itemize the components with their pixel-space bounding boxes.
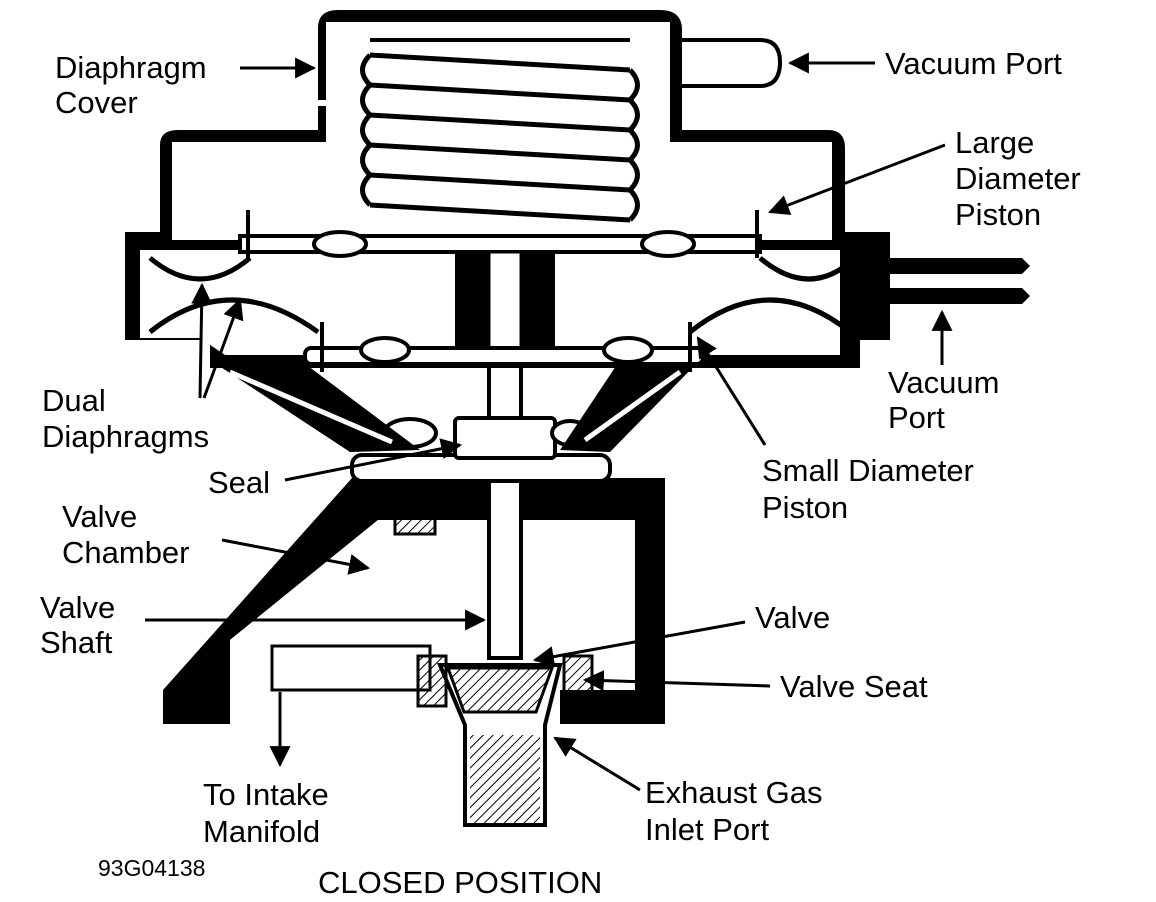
large-diameter-piston (238, 210, 762, 258)
label-small-piston: Small Diameter Piston (696, 336, 974, 525)
label-valve-shaft: Valve Shaft (40, 590, 487, 660)
exhaust-line2: Inlet Port (645, 812, 769, 847)
diaphragm-cover-line2: Cover (55, 85, 138, 120)
dual-diaphragms-line1: Dual (42, 383, 106, 418)
lower-cone (210, 360, 700, 452)
valve-seat-text: Valve Seat (780, 669, 928, 704)
valve-chamber-line2: Chamber (62, 535, 190, 570)
label-valve-chamber: Valve Chamber (62, 499, 371, 575)
valve-seat (416, 654, 594, 708)
small-piston-line2: Piston (762, 490, 848, 525)
vacuum-port-side-line1: Vacuum (888, 365, 999, 400)
label-diaphragm-cover: Diaphragm Cover (55, 50, 317, 120)
small-piston-line1: Small Diameter (762, 453, 974, 488)
intake-line1: To Intake (203, 777, 329, 812)
center-hub-bore (487, 250, 523, 364)
label-vacuum-port-side: Vacuum Port (888, 309, 999, 435)
label-large-piston: Large Diameter Piston (768, 125, 1081, 232)
valve-shaft-line1: Valve (40, 590, 115, 625)
valve-chamber-line1: Valve (62, 499, 137, 534)
valve-shaft-line2: Shaft (40, 625, 113, 660)
dual-diaphragms-line2: Diaphragms (42, 419, 209, 454)
exhaust-nozzle (437, 663, 563, 827)
large-piston-line3: Piston (955, 197, 1041, 232)
valve-text: Valve (755, 600, 830, 635)
label-valve-seat: Valve Seat (582, 669, 928, 704)
intake-line2: Manifold (203, 814, 320, 849)
vacuum-port-top-text: Vacuum Port (885, 46, 1062, 81)
label-exhaust: Exhaust Gas Inlet Port (553, 736, 822, 847)
vacuum-port-side-line2: Port (888, 400, 945, 435)
label-valve: Valve (532, 600, 830, 667)
dual-diaphragms (148, 256, 857, 335)
seal-text: Seal (208, 465, 270, 500)
valve-body (163, 478, 665, 724)
label-seal: Seal (208, 438, 463, 500)
spring (360, 38, 640, 223)
diaphragm-cover-line1: Diaphragm (55, 50, 207, 85)
exhaust-line1: Exhaust Gas (645, 775, 822, 810)
figure-caption: CLOSED POSITION (318, 865, 602, 897)
large-piston-line2: Diameter (955, 161, 1081, 196)
label-dual-diaphragms: Dual Diaphragms (42, 282, 244, 454)
large-piston-line1: Large (955, 125, 1034, 160)
figure-id: 93G04138 (98, 855, 205, 881)
label-vacuum-port-top: Vacuum Port (787, 46, 1062, 81)
label-intake: To Intake Manifold (203, 692, 329, 849)
